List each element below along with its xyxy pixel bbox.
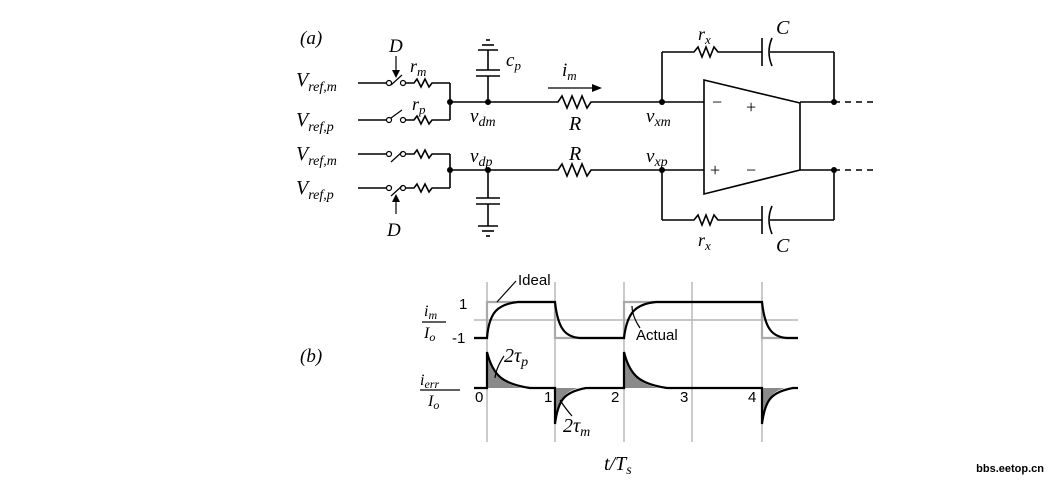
x-tick-2: 2 bbox=[611, 389, 619, 406]
x-tick-3: 3 bbox=[680, 389, 688, 406]
opamp-minus-output: − bbox=[746, 160, 756, 180]
switch-control-d-bottom: D bbox=[386, 220, 401, 241]
ylabel-ierr-over-io: ierr Io bbox=[420, 372, 460, 412]
switch-blade bbox=[390, 74, 403, 86]
switch-control-d-top: D bbox=[388, 36, 403, 57]
actual-leader bbox=[631, 305, 641, 329]
junction-dot bbox=[447, 99, 453, 105]
error-area-rise-0 bbox=[487, 352, 522, 388]
error-area-rise-2 bbox=[624, 352, 659, 388]
vref-p-label-2: Vref,p bbox=[296, 177, 334, 203]
arrow-head bbox=[592, 84, 602, 92]
timing-diagram: (b) im Io 1 -1 ierr Io 0 bbox=[300, 272, 798, 478]
error-area-fall-4 bbox=[762, 388, 785, 424]
switch-contact bbox=[385, 79, 393, 87]
vref-p-label-1: Vref,p bbox=[296, 109, 334, 135]
tau-m-annotation: 2τm bbox=[563, 415, 590, 440]
resistor-r-top bbox=[548, 93, 665, 111]
switch-blade bbox=[390, 151, 403, 163]
switch-contact bbox=[385, 150, 393, 158]
r-top-label: R bbox=[568, 113, 581, 135]
ylabel-bottom-numerator: ierr bbox=[420, 372, 439, 391]
resistor-r-bottom bbox=[548, 161, 665, 179]
error-area-fall-1 bbox=[555, 388, 578, 424]
panel-a-label: (a) bbox=[300, 28, 322, 49]
resistor-rx-bottom bbox=[662, 212, 762, 228]
switch-contact bbox=[385, 184, 393, 192]
im-label: im bbox=[562, 60, 577, 83]
switch-blade bbox=[390, 185, 403, 197]
watermark: bbs.eetop.cn bbox=[976, 463, 1044, 475]
vxm-label: vxm bbox=[646, 106, 671, 130]
junction-dot bbox=[447, 167, 453, 173]
resistor-rp bbox=[405, 114, 450, 126]
c-bottom-label: C bbox=[776, 235, 790, 257]
ideal-leader bbox=[496, 280, 517, 303]
rm-label: rm bbox=[410, 56, 426, 79]
x-axis-label: t/Ts bbox=[604, 453, 632, 478]
c-top-label: C bbox=[776, 17, 790, 39]
switch-blade bbox=[390, 109, 403, 119]
y-tick-minus-1: -1 bbox=[452, 330, 465, 347]
resistor-rx-top bbox=[662, 44, 762, 60]
x-tick-4: 4 bbox=[748, 389, 756, 406]
rx-top-label: rx bbox=[698, 24, 711, 47]
actual-annotation: Actual bbox=[636, 327, 678, 344]
actual-waveform bbox=[474, 300, 798, 340]
ylabel-im-over-io: im Io bbox=[422, 303, 446, 344]
rp-label: rp bbox=[412, 94, 426, 117]
arrow-head bbox=[392, 70, 400, 78]
switch-contact bbox=[399, 79, 407, 87]
cp-label: cp bbox=[506, 50, 521, 73]
tau-m-leader bbox=[559, 399, 573, 417]
resistor-rm bbox=[405, 77, 450, 89]
ideal-annotation: Ideal bbox=[518, 272, 551, 289]
cap-plate bbox=[768, 205, 773, 235]
tau-p-annotation: 2τp bbox=[504, 345, 528, 370]
x-tick-0: 0 bbox=[475, 389, 483, 406]
resistor-rp-2 bbox=[405, 182, 450, 194]
circuit-diagram: (a) Vref,m Vref,p Vref,m Vref,p D rm rp bbox=[296, 17, 874, 257]
opamp-plus-input: + bbox=[710, 160, 720, 180]
rx-bottom-label: rx bbox=[698, 230, 711, 253]
ylabel-bottom-denominator: Io bbox=[427, 393, 439, 412]
vxp-label: vxp bbox=[646, 146, 668, 170]
tau-p-leader bbox=[494, 355, 505, 379]
vdm-label: vdm bbox=[470, 106, 496, 130]
x-tick-1: 1 bbox=[544, 389, 552, 406]
opamp-minus-input: − bbox=[712, 92, 722, 112]
panel-b-label: (b) bbox=[300, 346, 322, 367]
arrow-head bbox=[392, 194, 400, 202]
vref-m-label-1: Vref,m bbox=[296, 69, 337, 95]
switch-contact bbox=[385, 116, 393, 124]
switch-contact bbox=[399, 116, 407, 124]
cap-plate bbox=[768, 37, 773, 67]
resistor-rm-2 bbox=[405, 148, 450, 160]
vdp-label: vdp bbox=[470, 146, 492, 170]
y-tick-1: 1 bbox=[459, 296, 467, 313]
opamp-plus-output: + bbox=[746, 97, 756, 117]
ylabel-top-denominator: Io bbox=[423, 325, 435, 344]
vref-m-label-2: Vref,m bbox=[296, 143, 337, 169]
r-bottom-label: R bbox=[568, 143, 581, 165]
ylabel-top-numerator: im bbox=[424, 303, 437, 322]
error-waveform bbox=[474, 351, 798, 425]
